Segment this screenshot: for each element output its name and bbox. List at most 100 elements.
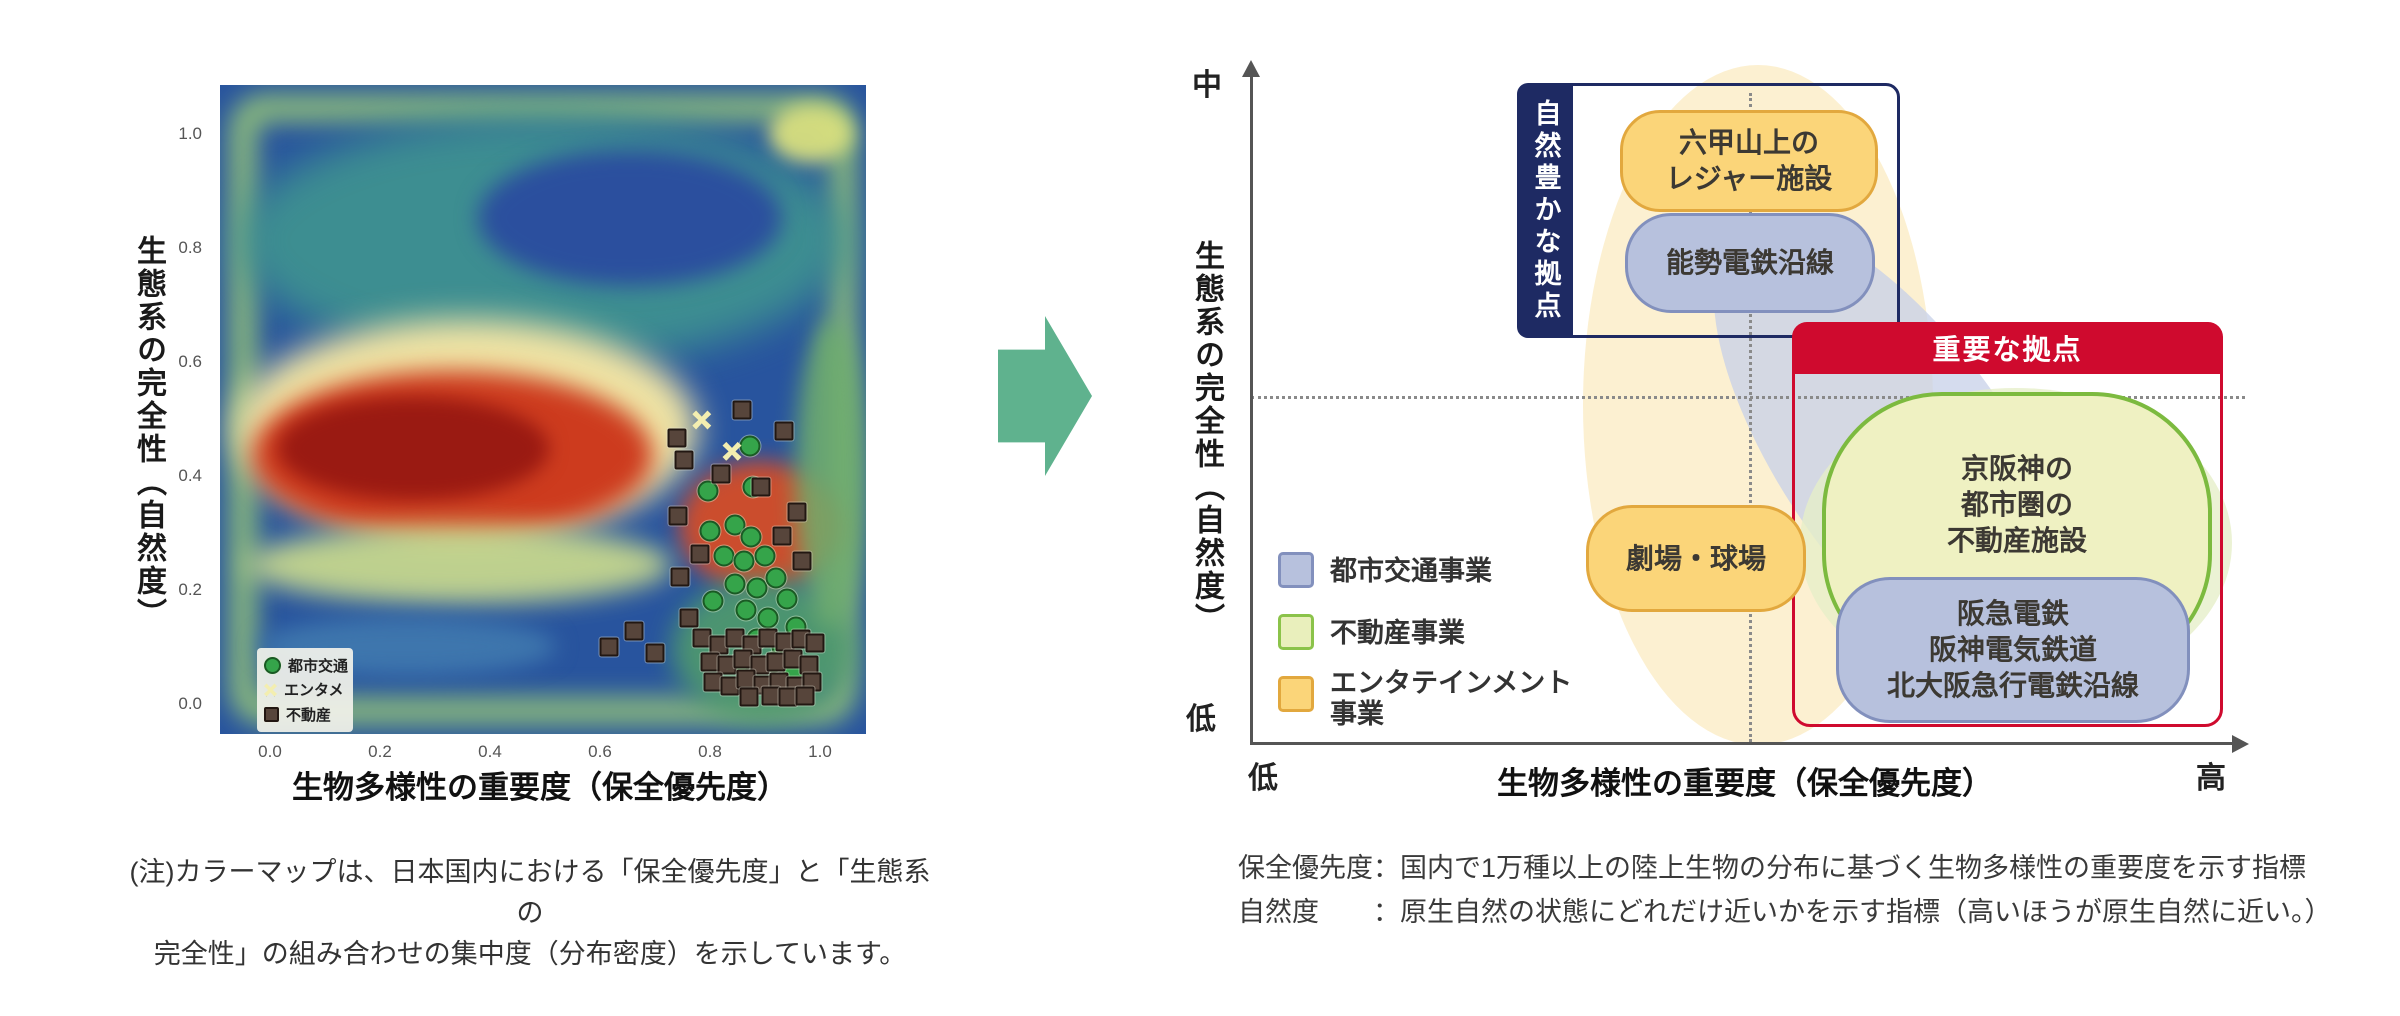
- x-tick: 0.0: [258, 742, 282, 761]
- scatter-point-square: [599, 637, 619, 657]
- x-axis-line: [1250, 742, 2235, 745]
- legend-label-line: エンタテインメント: [1330, 668, 1573, 698]
- scatter-point-square: [674, 450, 694, 470]
- scatter-point-circle: [776, 588, 798, 610]
- scatter-point-circle: [746, 577, 768, 599]
- scatter-point-square: [795, 686, 815, 706]
- scatter-point-square: [761, 686, 780, 706]
- scatter-point-circle: [754, 545, 776, 567]
- right-x-axis-label: 生物多様性の重要度（保全優先度）: [1497, 766, 1993, 801]
- bubble-text: 阪神電気鉄道: [1928, 634, 2097, 665]
- legend-label-line: 事業: [1330, 699, 1384, 729]
- scatter-point-square: [711, 464, 731, 484]
- legend-item-realestate: 不動産: [264, 704, 346, 725]
- scatter-point-circle: [735, 599, 757, 621]
- important-base-box-header: 重要な拠点: [1792, 322, 2223, 374]
- bubble-theater-stadium: 劇場・球場: [1586, 505, 1806, 612]
- scatter-point-square: [667, 428, 687, 448]
- y-tick: 1.0: [178, 124, 202, 143]
- y-tick: 0.6: [178, 352, 202, 371]
- left-panel-note: (注)カラーマップは、日本国内における「保全優先度」と「生態系の 完全性」の組み…: [120, 852, 940, 975]
- scatter-point-square: [787, 502, 807, 522]
- legend-label: 都市交通: [288, 657, 349, 675]
- y-axis-arrow-icon: [1242, 60, 1260, 77]
- scatter-point-square: [679, 608, 699, 628]
- scatter-point-square: [772, 526, 791, 546]
- vertical-dotted-guide: [1749, 93, 1752, 742]
- legend-label: エンタメ: [284, 682, 344, 700]
- y-tick: 0.4: [178, 466, 202, 485]
- legend-label-realestate: 不動産事業: [1330, 618, 1465, 648]
- scatter-point-square: [751, 477, 771, 497]
- x-tick: 0.8: [698, 742, 722, 761]
- horizontal-dotted-guide: [1251, 396, 2245, 399]
- scatter-point-square: [774, 421, 794, 441]
- bubble-text: 不動産施設: [1946, 525, 2087, 556]
- scatter-point-circle: [733, 550, 755, 572]
- scatter-point-x: [722, 441, 742, 461]
- y-tick: 0.8: [178, 238, 202, 257]
- left-y-axis-label: 生態系の完全性（自然度）: [132, 234, 165, 631]
- x-tick: 1.0: [808, 742, 832, 761]
- note-line-2: 完全性」の組み合わせの集中度（分布密度）を示しています。: [153, 939, 907, 969]
- circle-marker-icon: [264, 656, 281, 674]
- heatmap-layer-right-band: [794, 318, 866, 631]
- scatter-point-square: [732, 400, 752, 420]
- note-line-1: (注)カラーマップは、日本国内における「保全優先度」と「生態系の: [129, 857, 931, 928]
- bubble-nose-railway: 能勢電鉄沿線: [1625, 213, 1875, 313]
- x-axis-left-label: 低: [1248, 762, 1278, 795]
- scatter-point-square: [805, 633, 824, 653]
- scatter-point-square: [792, 551, 812, 571]
- scatter-point-circle: [713, 545, 735, 567]
- scatter-point-x: [692, 410, 712, 430]
- nature-rich-box-title: 自然豊かな拠点: [1530, 98, 1561, 323]
- scatter-point-circle: [699, 520, 721, 542]
- heatmap-layer-darkred-core: [278, 396, 550, 501]
- legend-item-urban: 都市交通: [264, 655, 349, 676]
- bubble-text: 能勢電鉄沿線: [1665, 247, 1834, 278]
- legend-swatch-entertainment: [1278, 676, 1314, 712]
- y-axis-top-label: 中: [1192, 69, 1222, 102]
- scatter-point-square: [670, 567, 690, 587]
- bubble-text: 阪急電鉄: [1956, 598, 2069, 629]
- transform-arrow-icon: [998, 316, 1092, 476]
- legend-label-entertainment: エンタテインメント 事業: [1330, 668, 1572, 730]
- right-note-1: 保全優先度：国内で1万種以上の陸上生物の分布に基づく生物多様性の重要度を示す指標: [1238, 853, 2307, 883]
- left-x-axis-label: 生物多様性の重要度（保全優先度）: [292, 770, 788, 805]
- scatter-point-circle: [740, 526, 762, 548]
- scatter-point-square: [739, 687, 758, 707]
- heatmap-plot: [220, 85, 866, 734]
- heatmap-layer-darkblue-patch: [478, 149, 782, 287]
- y-axis-bottom-label: 低: [1186, 703, 1216, 736]
- heatmap-layer-lower-green: [245, 526, 673, 605]
- scatter-point-square: [645, 643, 665, 663]
- heatmap-layer-topright-yellow: [769, 104, 854, 163]
- x-tick: 0.6: [588, 742, 612, 761]
- legend-item-entertainment: エンタメ: [264, 679, 346, 700]
- bubble-text: 劇場・球場: [1625, 542, 1766, 574]
- legend-label-urban-transit: 都市交通事業: [1330, 556, 1492, 586]
- bubble-rokko-leisure: 六甲山上の レジャー施設: [1620, 110, 1878, 212]
- scatter-point-circle: [724, 573, 746, 595]
- heatmap-legend: 都市交通 エンタメ 不動産: [257, 648, 353, 732]
- bubble-text: 京阪神の: [1960, 453, 2073, 484]
- square-marker-icon: [264, 707, 279, 723]
- bubble-hankyu-hanshin-lines: 阪急電鉄 阪神電気鉄道 北大阪急行電鉄沿線: [1836, 577, 2190, 723]
- bubble-text: 都市圏の: [1960, 489, 2073, 520]
- x-axis-right-label: 高: [2196, 762, 2226, 795]
- bubble-text: 六甲山上の: [1678, 127, 1819, 158]
- bubble-text: レジャー施設: [1665, 163, 1833, 194]
- scatter-point-square: [668, 506, 688, 526]
- legend-swatch-urban-transit: [1278, 552, 1314, 588]
- scatter-point-circle: [702, 590, 724, 612]
- x-tick: 0.4: [478, 742, 502, 761]
- scatter-point-circle: [765, 567, 787, 589]
- scatter-point-circle: [757, 607, 779, 629]
- right-y-axis-label: 生態系の完全性（自然度）: [1190, 239, 1223, 636]
- scatter-point-square: [624, 621, 644, 641]
- y-axis-line: [1249, 75, 1253, 744]
- x-marker-icon: [264, 683, 277, 697]
- scatter-point-square: [690, 544, 710, 564]
- legend-swatch-realestate: [1278, 614, 1314, 650]
